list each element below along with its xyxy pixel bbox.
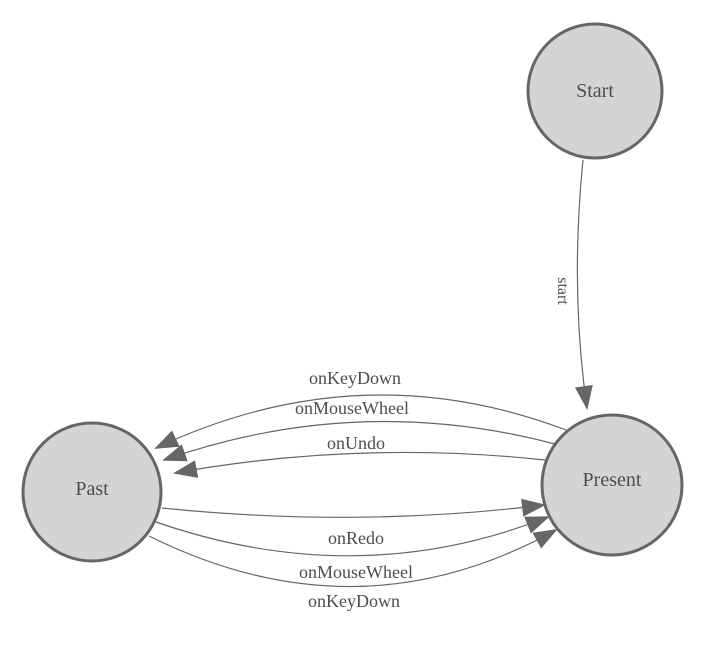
edge-line-onundo (173, 451, 546, 478)
state-node-past: Past (21, 421, 163, 563)
edge-line-onmousewheel-bottom (155, 516, 550, 557)
edge-past-to-present-onkeydown: onKeyDown (148, 529, 558, 611)
edge-start-to-present: start (554, 159, 593, 410)
edge-past-to-present-onredo: onRedo (161, 498, 546, 548)
edge-label-onkeydown-bottom: onKeyDown (308, 591, 400, 611)
edge-label-start: start (554, 277, 571, 305)
edge-past-to-present-onmousewheel: onMouseWheel (155, 516, 550, 582)
edge-line-start (574, 159, 593, 410)
state-circle-start (526, 22, 664, 160)
state-circle-present (540, 413, 684, 557)
edge-line-onmousewheel-top (162, 420, 556, 462)
edge-line-onredo (161, 498, 546, 518)
state-label-start: Start (576, 80, 614, 102)
edge-present-to-past-onundo: onUndo (173, 433, 546, 478)
edge-label-onmousewheel-bottom: onMouseWheel (299, 562, 413, 582)
state-node-start: Start (526, 22, 664, 160)
edge-line-onkeydown-bottom (148, 529, 558, 588)
edge-line-onkeydown-top (154, 394, 567, 449)
edge-label-onundo: onUndo (327, 433, 385, 453)
state-node-present: Present (540, 413, 684, 557)
edge-present-to-past-onmousewheel: onMouseWheel (162, 398, 556, 462)
edge-present-to-past-onkeydown: onKeyDown (154, 368, 567, 449)
state-label-past: Past (75, 478, 109, 500)
edge-label-onkeydown-top: onKeyDown (309, 368, 401, 388)
state-circle-past (21, 421, 163, 563)
state-label-present: Present (583, 469, 642, 491)
edge-label-onmousewheel-top: onMouseWheel (295, 398, 409, 418)
edge-label-onredo: onRedo (328, 528, 384, 548)
